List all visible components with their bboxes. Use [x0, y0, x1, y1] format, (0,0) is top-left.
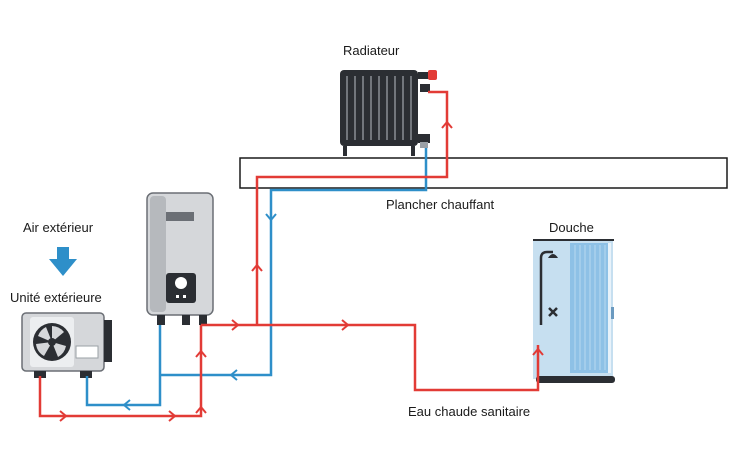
arrow-down-icon	[49, 247, 77, 276]
domestic-hot-water-label: Eau chaude sanitaire	[408, 404, 531, 419]
flow-arrows-hot	[59, 120, 544, 422]
indoor-unit	[146, 192, 214, 325]
outdoor-unit	[21, 312, 112, 378]
radiator	[340, 70, 437, 156]
shower-head-icon	[539, 250, 558, 325]
shower	[533, 239, 615, 383]
fan-icon	[36, 326, 66, 357]
radiator-label: Radiateur	[343, 43, 400, 58]
outside-air-label: Air extérieur	[23, 220, 94, 235]
shower-label: Douche	[549, 220, 594, 235]
valve-icon	[418, 134, 430, 148]
flow-arrows-cold	[122, 213, 277, 411]
floor-heating-label: Plancher chauffant	[386, 197, 495, 212]
valve-icon	[418, 70, 437, 92]
outdoor-unit-label: Unité extérieure	[10, 290, 102, 305]
floor-slab	[239, 157, 728, 189]
hot-pipes	[38, 90, 540, 418]
